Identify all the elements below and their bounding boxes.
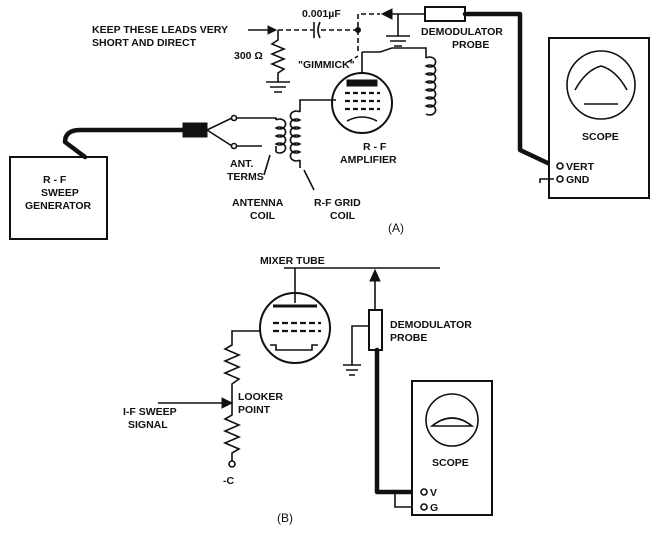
if-signal-line-2: SIGNAL: [128, 419, 168, 431]
probe-b-line-2: PROBE: [390, 332, 427, 344]
antenna-coil-lead-top: [237, 117, 277, 120]
grid-coil-leads: [299, 99, 336, 168]
ant-terms-line-2: TERMS: [227, 171, 264, 183]
ant-terminal-1: [230, 114, 238, 122]
resistor-300-ohm: [269, 30, 287, 82]
amp-label-line-2: AMPLIFIER: [340, 154, 397, 166]
probe-cable-a: [462, 11, 557, 169]
mixer-tube: [259, 292, 331, 364]
probe-cable-b: [374, 347, 424, 495]
if-signal-line-1: I-F SWEEP: [123, 406, 177, 418]
grid-coil-pointer: [303, 169, 315, 191]
looker-arrowhead: [221, 397, 234, 409]
note-line-1: KEEP THESE LEADS VERY: [92, 24, 228, 36]
antenna-coil-lead-bottom: [237, 145, 277, 152]
gnd-terminal: [556, 175, 564, 183]
rf-grid-coil: [289, 110, 302, 162]
scope-a-trace: [574, 65, 628, 91]
mixer-label: MIXER TUBE: [260, 255, 325, 267]
mixer-cathode: [270, 344, 318, 351]
capacitor-label: 0.001µF: [302, 8, 341, 20]
demodulator-probe-b: [368, 309, 383, 351]
grid-resistor-chain: [222, 330, 260, 461]
tube-plate: [346, 79, 378, 87]
minus-c-label: -C: [223, 475, 234, 487]
amp-label-line-1: R - F: [363, 141, 387, 153]
generator-label-1: R - F: [43, 174, 67, 186]
plate-coil: [424, 56, 437, 116]
looker-line-1: LOOKER: [238, 391, 283, 403]
gimmick-label: "GIMMICK": [298, 59, 355, 71]
gnd-label: GND: [566, 174, 590, 186]
gnd-lead: [539, 178, 554, 183]
ant-leads: [206, 117, 233, 147]
v-terminal: [420, 488, 428, 496]
probe-b-line-1: DEMODULATOR: [390, 319, 472, 331]
probe-b-arrowhead: [369, 268, 381, 282]
rf-sweep-generator: [9, 156, 108, 240]
junction-dot: [355, 27, 361, 33]
tube-cathode: [346, 116, 378, 122]
lead-capacitor-to-probe: [321, 13, 380, 31]
demodulator-probe: [424, 6, 466, 22]
antenna-coil-line-2: COIL: [250, 210, 276, 222]
antenna-coil: [274, 118, 287, 154]
diagram-a: KEEP THESE LEADS VERY SHORT AND DIRECT 0…: [9, 6, 650, 240]
ground-symbol-3: [343, 325, 369, 376]
generator-label-2: SWEEP: [41, 187, 79, 199]
grid-coil-line-2: COIL: [330, 210, 356, 222]
caption-b: (B): [277, 511, 293, 525]
probe-label-line-1: DEMODULATOR: [421, 26, 503, 38]
minus-c-terminal: [228, 460, 236, 468]
scope-b-label: SCOPE: [432, 457, 469, 469]
ant-terminal-2: [230, 142, 238, 150]
capacitor-symbol: [313, 21, 321, 39]
plate-coil-lead: [362, 47, 427, 58]
probe-arrowhead: [380, 8, 393, 20]
mixer-grids: [273, 321, 321, 333]
diagram-b: MIXER TUBE -C LOOKER POINT I-F SWEEP SIG…: [123, 255, 493, 525]
v-label: V: [430, 487, 437, 499]
ant-terms-line-1: ANT.: [230, 158, 253, 170]
gimmick-lead: [347, 55, 359, 63]
caption-a: (A): [388, 221, 404, 235]
scope-a-label: SCOPE: [582, 131, 619, 143]
vert-terminal: [556, 162, 564, 170]
ground-symbol-2: [386, 14, 410, 47]
tube-grids: [345, 91, 380, 111]
scope-a-case: [548, 37, 650, 199]
note-line-2: SHORT AND DIRECT: [92, 37, 197, 49]
scope-b-screen: [425, 393, 479, 447]
scope-b-trace: [429, 417, 475, 427]
probe-label-line-2: PROBE: [452, 39, 489, 51]
cable-connector: [182, 122, 208, 138]
note-arrowhead: [267, 25, 278, 35]
g-terminal: [420, 503, 428, 511]
generator-label-3: GENERATOR: [25, 200, 92, 212]
scope-a-screen: [566, 50, 636, 120]
antenna-coil-pointer: [263, 154, 271, 176]
vert-label: VERT: [566, 161, 595, 173]
resistor-label: 300 Ω: [234, 50, 263, 62]
generator-cable: [62, 127, 188, 160]
looker-line-2: POINT: [238, 404, 271, 416]
grid-coil-line-1: R-F GRID: [314, 197, 361, 209]
antenna-coil-line-1: ANTENNA: [232, 197, 284, 209]
g-label: G: [430, 502, 438, 514]
ground-symbol-1: [266, 81, 290, 93]
scope-b-case: [411, 380, 493, 516]
